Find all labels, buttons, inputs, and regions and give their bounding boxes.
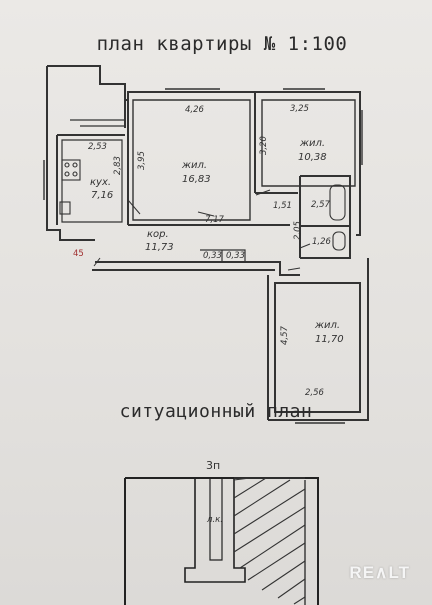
corridor-length: 7,17 <box>205 215 224 225</box>
marker-number: 45 <box>73 249 84 259</box>
situation-title: ситуационный план <box>119 401 313 422</box>
living1-dim-top: 4,26 <box>185 105 204 115</box>
hall-width: 1,51 <box>273 201 292 211</box>
kitchen-area: 7,16 <box>91 190 114 201</box>
living3-area: 11,70 <box>315 334 344 345</box>
living2-name: жил. <box>300 138 326 149</box>
living2-dim-top: 3,25 <box>290 104 309 114</box>
corridor-area: 11,73 <box>145 242 174 253</box>
living3-dim-side: 4,57 <box>280 326 290 345</box>
living3-name: жил. <box>315 320 341 331</box>
living1-name: жил. <box>182 160 208 171</box>
living2-dim-side: 3,20 <box>259 136 269 155</box>
living3-dim-bottom: 2,56 <box>305 388 324 398</box>
living1-area: 16,83 <box>182 174 211 185</box>
wc-dim-side: 2,05 <box>293 221 303 240</box>
corridor-name: кор. <box>147 229 169 240</box>
living2-area: 10,38 <box>298 152 327 163</box>
plan-title: план квартиры № 1:100 <box>96 33 348 55</box>
stair-label: л.к. <box>207 515 223 525</box>
kitchen-dim-top: 2,53 <box>88 142 107 152</box>
wc-area: 1,26 <box>312 237 331 247</box>
kitchen-name: кух. <box>90 177 112 188</box>
watermark-logo: RE∧LT <box>349 563 410 582</box>
block-label: 3п <box>206 459 221 472</box>
closet-1: 0,33 <box>203 251 222 261</box>
living1-dim-side: 3,95 <box>137 151 147 170</box>
kitchen-dim-side: 2,83 <box>113 156 123 175</box>
closet-2: 0,33 <box>226 251 245 261</box>
bath-area: 2,57 <box>311 200 330 210</box>
